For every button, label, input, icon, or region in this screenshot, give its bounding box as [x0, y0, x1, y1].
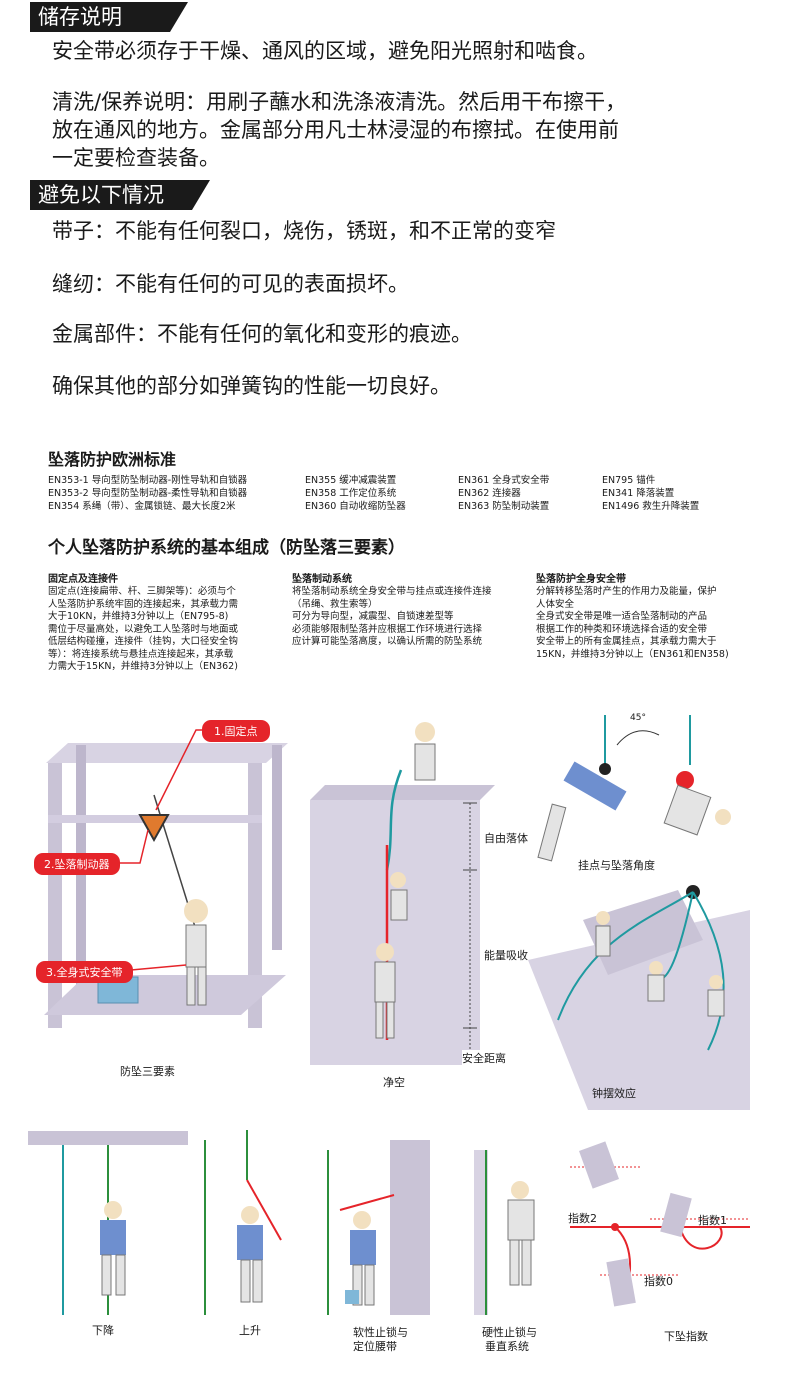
caption-descend: 下降: [92, 1324, 114, 1337]
diagram3-caption: 挂点与坠落角度: [578, 859, 655, 872]
factor-0-label: 指数0: [644, 1275, 673, 1288]
anchor-title: 固定点及连接件: [48, 574, 118, 585]
callout-arrester: 2.坠落制动器: [34, 853, 120, 875]
elements-title: 个人坠落防护系统的基本组成（防坠落三要素）: [48, 538, 405, 558]
storage-text: 安全带必须存于干燥、通风的区域，避免阳光照射和啮食。: [52, 39, 598, 63]
avoid-item-3: 金属部件：不能有任何的氧化和变形的痕迹。: [52, 322, 472, 346]
diagram4-caption: 钟摆效应: [592, 1087, 636, 1100]
factor-1-label: 指数1: [698, 1214, 727, 1227]
phase-free-fall: 自由落体: [484, 832, 528, 845]
descend-diagram: [28, 1131, 188, 1315]
avoid-item-4: 确保其他的部分如弹簧钩的性能一切良好。: [52, 374, 451, 398]
phase-absorb: 能量吸收: [484, 949, 528, 962]
caption-ascend: 上升: [239, 1324, 261, 1337]
callout-harness: 3.全身式安全带: [36, 961, 133, 983]
callout-lines: [114, 729, 211, 971]
avoid-item-1: 带子：不能有任何裂口，烧伤，锈斑，和不正常的变窄: [52, 219, 556, 243]
clean-line-3: 一定要检查装备。: [52, 146, 220, 170]
caption-soft-2: 定位腰带: [353, 1340, 397, 1353]
diagram2-caption: 净空: [383, 1076, 405, 1089]
clearance-diagram: [310, 722, 495, 1065]
callout-anchor: 1.固定点: [202, 720, 270, 742]
standards-title: 坠落防护欧洲标准: [48, 450, 177, 469]
clean-line-2: 放在通风的地方。金属部分用凡士林浸湿的布擦拭。在使用前: [52, 118, 619, 142]
phase-clearance: 安全距离: [462, 1050, 506, 1066]
harness-title: 坠落防护全身安全带: [536, 574, 626, 585]
angle-diagram: [537, 715, 731, 862]
caption-hard-1: 硬性止锁与: [482, 1326, 537, 1339]
scaffold-diagram: [44, 743, 288, 1028]
arrest-text: 将坠落制动系统全身安全带与挂点或连接件连接（吊绳、救生索等）可分为导向型，减震型…: [292, 586, 492, 647]
factor-2-label: 指数2: [568, 1212, 597, 1225]
avoid-item-2: 缝纫：不能有任何的可见的表面损坏。: [52, 272, 409, 296]
fall-factor-diagram: [570, 1141, 750, 1307]
angle-label: 45°: [630, 713, 646, 723]
caption-soft-1: 软性止锁与: [353, 1326, 408, 1339]
fall-factor-caption: 下坠指数: [664, 1330, 708, 1343]
pendulum-diagram: [528, 885, 750, 1110]
storage-tag: 储存说明: [30, 2, 188, 32]
hard-lock-diagram: [474, 1150, 535, 1315]
diagram1-caption: 防坠三要素: [120, 1065, 175, 1078]
anchor-text: 固定点(连接扁带、杆、三脚架等)：必须与个人坠落防护系统牢固的连接起来，其承载力…: [48, 586, 239, 672]
avoid-tag: 避免以下情况: [30, 180, 210, 210]
soft-lock-diagram: [327, 1140, 430, 1315]
caption-hard-2: 垂直系统: [485, 1340, 529, 1353]
arrest-title: 坠落制动系统: [292, 574, 352, 585]
ascend-diagram: [204, 1130, 282, 1315]
clean-line-1: 清洗/保养说明：用刷子蘸水和洗涤液清洗。然后用干布擦干，: [52, 90, 627, 114]
harness-text: 分解转移坠落时产生的作用力及能量，保护人体安全全身式安全带是唯一适合坠落制动的产…: [536, 586, 729, 660]
